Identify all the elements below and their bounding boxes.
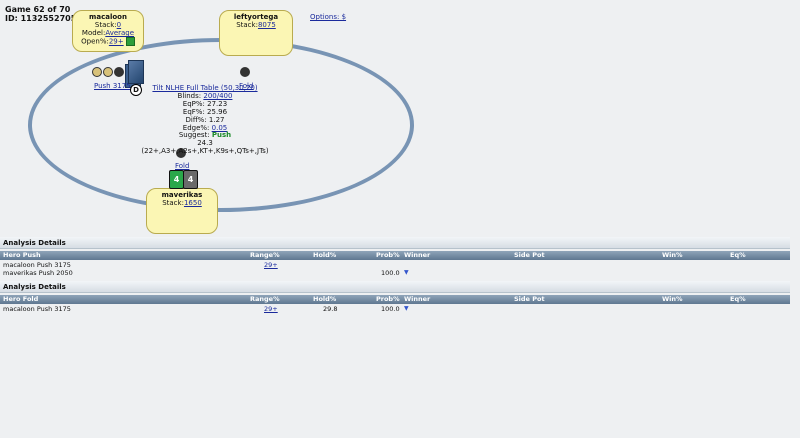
- cell-hold: 29.8: [323, 305, 338, 313]
- stack-value[interactable]: 1650: [183, 199, 202, 207]
- chip-icon: [240, 67, 250, 77]
- chip-stack-leftyortega: [240, 67, 250, 77]
- chip-icon: [114, 67, 124, 77]
- col-hold: Hold%: [313, 295, 337, 303]
- section-header: Analysis Details: [0, 281, 790, 293]
- range-chart-icon[interactable]: [125, 37, 135, 46]
- action-leftyortega[interactable]: Fold: [239, 82, 254, 90]
- col-winner: Winner: [404, 251, 431, 259]
- cell-range-link[interactable]: 29+: [264, 261, 278, 269]
- col-win: Win%: [662, 251, 683, 259]
- stack-label: Stack:: [94, 21, 117, 29]
- col-eq: Eq%: [730, 251, 746, 259]
- table-row: macaloon Push 3175 29+ 29.8 100.0 ▼: [0, 305, 790, 313]
- cell-prob: 100.0: [381, 305, 400, 313]
- model-value[interactable]: Average: [105, 29, 135, 37]
- open-label: Open%:: [81, 37, 109, 46]
- table-row: macaloon Push 3175 29+: [0, 261, 790, 269]
- hero-card-2: 4: [183, 170, 198, 189]
- cell-hero: macaloon Push 3175: [3, 261, 71, 269]
- cell-hero: maverikas Push 2050: [3, 269, 73, 277]
- col-hero: Hero Push: [3, 251, 41, 259]
- table-row: maverikas Push 2050 100.0 ▼: [0, 269, 790, 277]
- hero-card-1: 4: [169, 170, 184, 189]
- table-name-link[interactable]: Tilt NLHE Full Table (50,30,20): [152, 84, 258, 92]
- game-id: ID: 11325527051: [5, 14, 82, 23]
- chip-icon: [103, 67, 113, 77]
- chip-stack-macaloon: [92, 67, 124, 77]
- game-info: Game 62 of 70 ID: 11325527051: [5, 5, 82, 23]
- expand-arrow-icon[interactable]: ▼: [404, 305, 409, 312]
- column-header-row: Hero Push Range% Hold% Prob% Winner Side…: [0, 251, 790, 260]
- chip-icon: [92, 67, 102, 77]
- action-maverikas[interactable]: Fold: [175, 162, 190, 170]
- col-prob: Prob%: [376, 295, 400, 303]
- suggest-label: Suggest:: [178, 131, 210, 140]
- hand-info: Tilt NLHE Full Table (50,30,20) Blinds: …: [140, 84, 270, 156]
- col-hold: Hold%: [313, 251, 337, 259]
- col-win: Win%: [662, 295, 683, 303]
- seat-macaloon: macaloon Stack:0 Model:Average Open%:29+: [72, 10, 144, 52]
- cell-prob: 100.0: [381, 269, 400, 277]
- suggest-value: Push: [211, 131, 232, 140]
- cell-hero: macaloon Push 3175: [3, 305, 71, 313]
- seat-maverikas: maverikas Stack:1650: [146, 188, 218, 234]
- chip-icon: [176, 148, 186, 158]
- eqp-value: 27.23: [207, 99, 228, 108]
- column-header-row: Hero Fold Range% Hold% Prob% Winner Side…: [0, 295, 790, 304]
- eqf-value: 25.96: [207, 107, 228, 116]
- diff-value: 1.27: [208, 115, 225, 124]
- model-label: Model:: [81, 29, 106, 37]
- range-text: 24.3 (22+,A3+,A2s+,KT+,K9s+,QTs+,JTs): [141, 139, 269, 156]
- chip-stack-maverikas: [176, 148, 186, 158]
- col-hero: Hero Fold: [3, 295, 39, 303]
- col-sidepot: Side Pot: [514, 295, 545, 303]
- action-macaloon[interactable]: Push 3175: [94, 82, 131, 90]
- stack-label: Stack:: [236, 21, 258, 29]
- player-name: leftyortega: [233, 13, 279, 21]
- stack-value[interactable]: 0: [116, 21, 122, 29]
- card-deck-icon: [125, 60, 144, 88]
- col-eq: Eq%: [730, 295, 746, 303]
- options-link[interactable]: Options: $: [310, 13, 347, 21]
- col-winner: Winner: [404, 295, 431, 303]
- col-prob: Prob%: [376, 251, 400, 259]
- player-name: maverikas: [161, 191, 203, 199]
- player-name: macaloon: [89, 13, 127, 21]
- edge-value[interactable]: 0.05: [211, 123, 228, 132]
- section-header: Analysis Details: [0, 237, 790, 249]
- expand-arrow-icon[interactable]: ▼: [404, 269, 409, 276]
- diff-label: Diff%:: [185, 115, 207, 124]
- col-range: Range%: [250, 251, 280, 259]
- eqp-label: EqP%:: [182, 99, 205, 108]
- eqf-label: EqF%:: [182, 107, 205, 116]
- blinds-label: Blinds:: [177, 91, 202, 100]
- edge-label: Edge%:: [182, 123, 210, 132]
- open-value[interactable]: 29+: [108, 37, 124, 46]
- stack-value[interactable]: 8075: [257, 21, 276, 29]
- stack-label: Stack:: [162, 199, 184, 207]
- col-sidepot: Side Pot: [514, 251, 545, 259]
- blinds-value[interactable]: 200/400: [203, 91, 233, 100]
- cell-range-link[interactable]: 29+: [264, 305, 278, 313]
- game-number: Game 62 of 70: [5, 5, 71, 14]
- dealer-button: D: [130, 84, 142, 96]
- seat-leftyortega: leftyortega Stack:8075: [219, 10, 293, 56]
- col-range: Range%: [250, 295, 280, 303]
